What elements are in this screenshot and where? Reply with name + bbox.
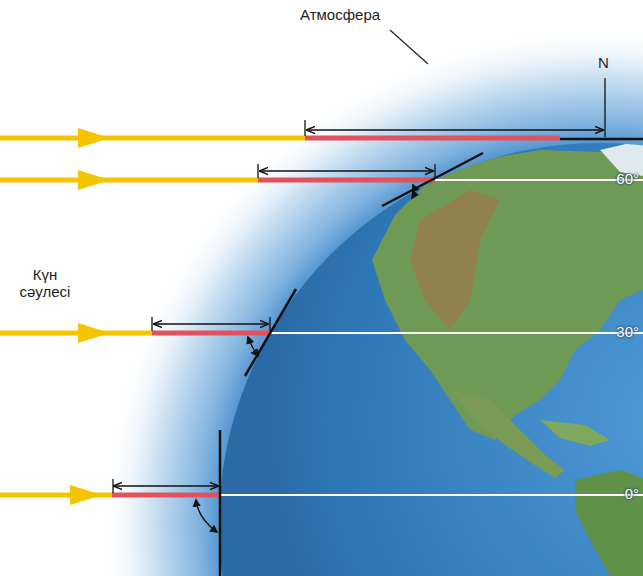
atmosphere-halo <box>100 24 643 576</box>
sun-rays <box>0 128 560 505</box>
leader-line <box>390 30 428 64</box>
globe <box>219 143 643 576</box>
angle-arrows <box>196 185 414 532</box>
pole-label: N <box>598 54 609 71</box>
ray-label: Күн сәулесі <box>8 266 82 301</box>
tangent-lines <box>220 139 643 576</box>
land-masses <box>372 140 643 576</box>
latitude-line <box>435 179 643 181</box>
latitude-label: 0° <box>625 485 639 502</box>
length-brackets <box>113 78 605 493</box>
latitude-label: 30° <box>616 323 639 340</box>
region-label: Атмосфера <box>300 6 380 23</box>
latitude-label: 60° <box>616 170 639 187</box>
latitude-line <box>220 494 643 496</box>
latitude-line <box>270 332 643 334</box>
